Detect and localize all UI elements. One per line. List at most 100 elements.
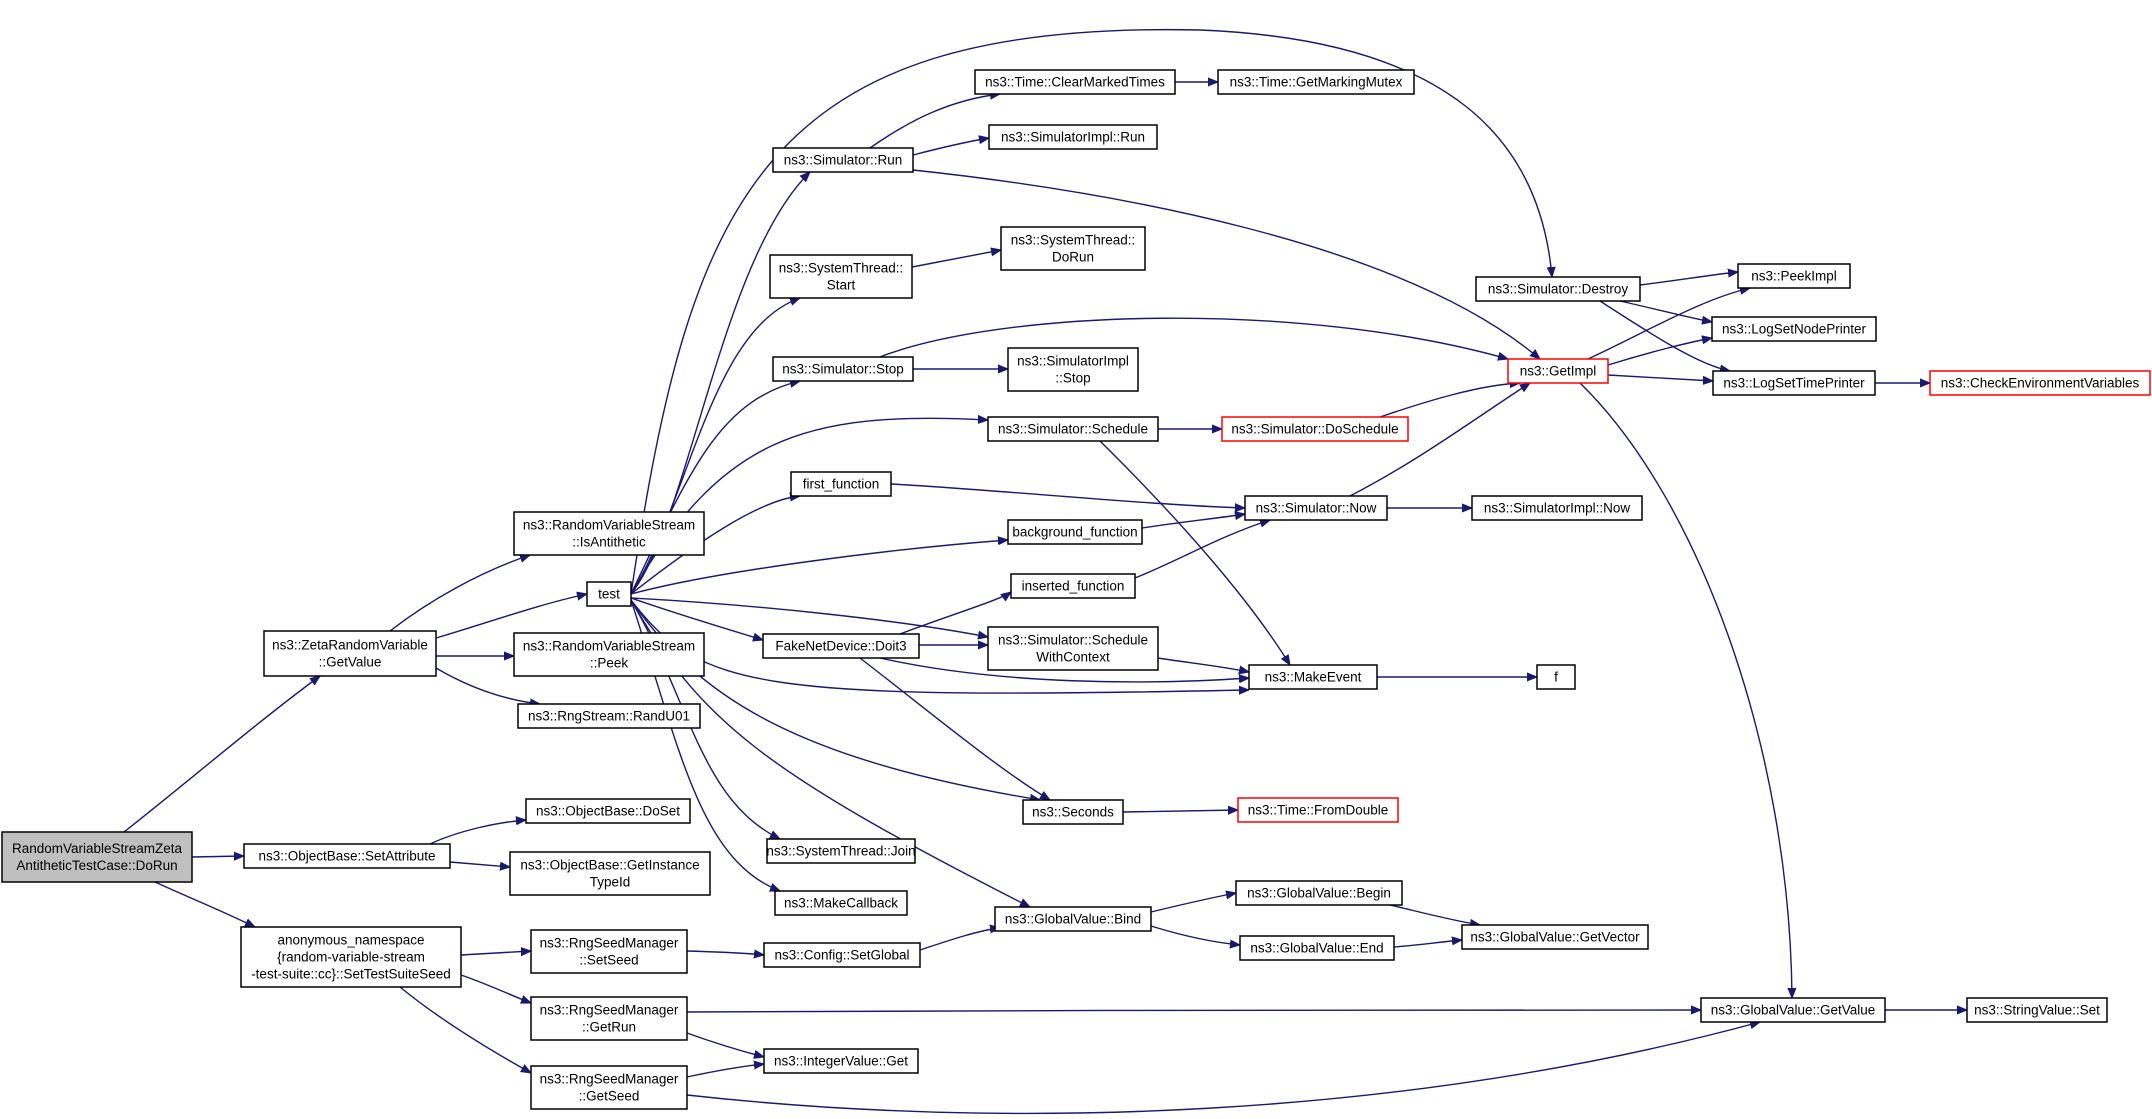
node-cfg-setglobal[interactable]: ns3::Config::SetGlobal bbox=[763, 942, 921, 968]
node-box bbox=[1471, 495, 1643, 521]
node-label: ns3::LogSetTimePrinter bbox=[1723, 376, 1865, 391]
node-box bbox=[1010, 573, 1136, 599]
node-peek-impl[interactable]: ns3::PeekImpl bbox=[1737, 263, 1851, 289]
node-box bbox=[763, 1048, 919, 1074]
node-box bbox=[586, 581, 632, 607]
node-box bbox=[1507, 358, 1609, 384]
edge-test-to-sim-destroy bbox=[630, 28, 1552, 595]
node-make-cb[interactable]: ns3::MakeCallback bbox=[774, 890, 908, 916]
node-sim-now[interactable]: ns3::Simulator::Now bbox=[1244, 495, 1388, 521]
call-edges bbox=[123, 28, 1967, 1115]
node-seconds[interactable]: ns3::Seconds bbox=[1022, 799, 1124, 825]
node-rvs-peek[interactable]: ns3::RandomVariableStream::Peek bbox=[513, 632, 705, 677]
node-sim-run[interactable]: ns3::Simulator::Run bbox=[772, 147, 914, 173]
node-box bbox=[1237, 797, 1399, 823]
edge-anon-seed-to-rsm-getrun bbox=[460, 974, 531, 1003]
node-rng-randu[interactable]: ns3::RngStream::RandU01 bbox=[517, 703, 701, 729]
node-check-env[interactable]: ns3::CheckEnvironmentVariables bbox=[1929, 370, 2151, 396]
node-label: ns3::MakeEvent bbox=[1265, 670, 1362, 685]
edge-rsm-getseed-to-gv-getvalue bbox=[686, 1022, 1760, 1115]
node-box bbox=[772, 147, 914, 173]
node-time-mutex[interactable]: ns3::Time::GetMarkingMutex bbox=[1217, 69, 1415, 95]
node-box bbox=[243, 843, 451, 869]
edge-gv-bind-to-gv-end bbox=[1150, 925, 1240, 945]
node-simimpl-stop[interactable]: ns3::SimulatorImpl::Stop bbox=[1007, 347, 1139, 392]
edge-first-fn-to-sim-now bbox=[890, 483, 1245, 508]
node-anon-seed[interactable]: anonymous_namespace{random-variable-stre… bbox=[240, 926, 462, 988]
node-get-impl[interactable]: ns3::GetImpl bbox=[1507, 358, 1609, 384]
node-box bbox=[1007, 519, 1143, 545]
edge-ob-setattr-to-ob-doset bbox=[429, 820, 526, 845]
node-ob-setattr[interactable]: ns3::ObjectBase::SetAttribute bbox=[243, 843, 451, 869]
node-rsm-getseed[interactable]: ns3::RngSeedManager::GetSeed bbox=[530, 1065, 688, 1110]
node-fake-doit3[interactable]: FakeNetDevice::Doit3 bbox=[762, 633, 920, 659]
edge-bg-fn-to-sim-now bbox=[1141, 514, 1245, 529]
edge-root-to-zeta-getvalue bbox=[123, 676, 320, 833]
node-label: ns3::GlobalValue::Begin bbox=[1247, 886, 1391, 901]
node-label: ns3::RngSeedManager bbox=[540, 936, 679, 951]
node-sim-destroy[interactable]: ns3::Simulator::Destroy bbox=[1475, 276, 1641, 302]
node-ins-fn[interactable]: inserted_function bbox=[1010, 573, 1136, 599]
node-sim-stop[interactable]: ns3::Simulator::Stop bbox=[772, 356, 914, 382]
node-make-event[interactable]: ns3::MakeEvent bbox=[1248, 664, 1378, 690]
edge-fake-doit3-to-ins-fn bbox=[899, 592, 1011, 635]
node-bg-fn[interactable]: background_function bbox=[1007, 519, 1143, 545]
node-label: ns3::RandomVariableStream bbox=[523, 518, 695, 533]
edge-sim-run-to-time-clear bbox=[869, 94, 1000, 149]
node-gv-begin[interactable]: ns3::GlobalValue::Begin bbox=[1235, 880, 1403, 906]
node-rsm-setseed[interactable]: ns3::RngSeedManager::SetSeed bbox=[530, 929, 688, 974]
node-f[interactable]: f bbox=[1536, 664, 1576, 690]
node-log-timeprinter[interactable]: ns3::LogSetTimePrinter bbox=[1712, 370, 1876, 396]
node-st-dorun[interactable]: ns3::SystemThread::DoRun bbox=[1000, 226, 1146, 271]
node-box bbox=[1248, 664, 1378, 690]
node-box bbox=[1712, 370, 1876, 396]
node-label: ns3::Simulator::Now bbox=[1256, 501, 1377, 516]
node-box bbox=[774, 890, 908, 916]
node-rsm-getrun[interactable]: ns3::RngSeedManager::GetRun bbox=[530, 996, 688, 1041]
edge-test-to-sim-stop bbox=[630, 381, 800, 595]
node-simimpl-run[interactable]: ns3::SimulatorImpl::Run bbox=[988, 124, 1158, 150]
node-log-nodeprinter[interactable]: ns3::LogSetNodePrinter bbox=[1711, 316, 1877, 342]
node-label: AntitheticTestCase::DoRun bbox=[16, 858, 177, 873]
node-label: ns3::SystemThread::Join bbox=[766, 844, 915, 859]
edge-rsm-getseed-to-iv-get bbox=[686, 1064, 764, 1078]
node-gv-bind[interactable]: ns3::GlobalValue::Bind bbox=[994, 906, 1152, 932]
node-label: ns3::PeekImpl bbox=[1751, 269, 1837, 284]
node-label: ns3::IntegerValue::Get bbox=[774, 1054, 908, 1069]
node-ob-doset[interactable]: ns3::ObjectBase::DoSet bbox=[525, 798, 691, 824]
node-st-join[interactable]: ns3::SystemThread::Join bbox=[766, 838, 916, 864]
node-zeta-getvalue[interactable]: ns3::ZetaRandomVariable::GetValue bbox=[263, 630, 437, 677]
node-simimpl-now[interactable]: ns3::SimulatorImpl::Now bbox=[1471, 495, 1643, 521]
node-gv-getvalue[interactable]: ns3::GlobalValue::GetValue bbox=[1700, 997, 1886, 1023]
node-label: FakeNetDevice::Doit3 bbox=[775, 639, 906, 654]
node-time-clear[interactable]: ns3::Time::ClearMarkedTimes bbox=[974, 69, 1176, 95]
node-test[interactable]: test bbox=[586, 581, 632, 607]
node-box bbox=[1239, 935, 1395, 961]
node-label: ns3::ZetaRandomVariable bbox=[272, 638, 428, 653]
node-rvs-isanti[interactable]: ns3::RandomVariableStream::IsAntithetic bbox=[513, 511, 705, 556]
node-label: ns3::GlobalValue::GetValue bbox=[1711, 1003, 1876, 1018]
node-box bbox=[509, 851, 711, 896]
node-sv-set[interactable]: ns3::StringValue::Set bbox=[1966, 997, 2108, 1023]
node-time-fromdbl[interactable]: ns3::Time::FromDouble bbox=[1237, 797, 1399, 823]
node-box bbox=[513, 632, 705, 677]
node-label: ns3::Simulator::Destroy bbox=[1488, 282, 1629, 297]
node-label: ns3::Simulator::Schedule bbox=[998, 422, 1148, 437]
edge-rsm-setseed-to-cfg-setglobal bbox=[686, 951, 764, 955]
node-st-start[interactable]: ns3::SystemThread::Start bbox=[769, 254, 913, 299]
node-gv-end[interactable]: ns3::GlobalValue::End bbox=[1239, 935, 1395, 961]
node-sim-dosched[interactable]: ns3::Simulator::DoSchedule bbox=[1221, 416, 1409, 442]
node-gv-getvector[interactable]: ns3::GlobalValue::GetVector bbox=[1461, 924, 1649, 950]
node-label: {random-variable-stream bbox=[277, 950, 425, 965]
node-first-fn[interactable]: first_function bbox=[790, 471, 892, 497]
node-box bbox=[1000, 226, 1146, 271]
edge-sim-stop-to-get-impl bbox=[879, 317, 1508, 359]
node-box bbox=[974, 69, 1176, 95]
edge-sim-dosched-to-get-impl bbox=[1379, 383, 1520, 418]
node-root[interactable]: RandomVariableStreamZetaAntitheticTestCa… bbox=[1, 831, 193, 883]
node-iv-get[interactable]: ns3::IntegerValue::Get bbox=[763, 1048, 919, 1074]
node-sim-schedule[interactable]: ns3::Simulator::Schedule bbox=[987, 416, 1159, 442]
node-box bbox=[987, 416, 1159, 442]
